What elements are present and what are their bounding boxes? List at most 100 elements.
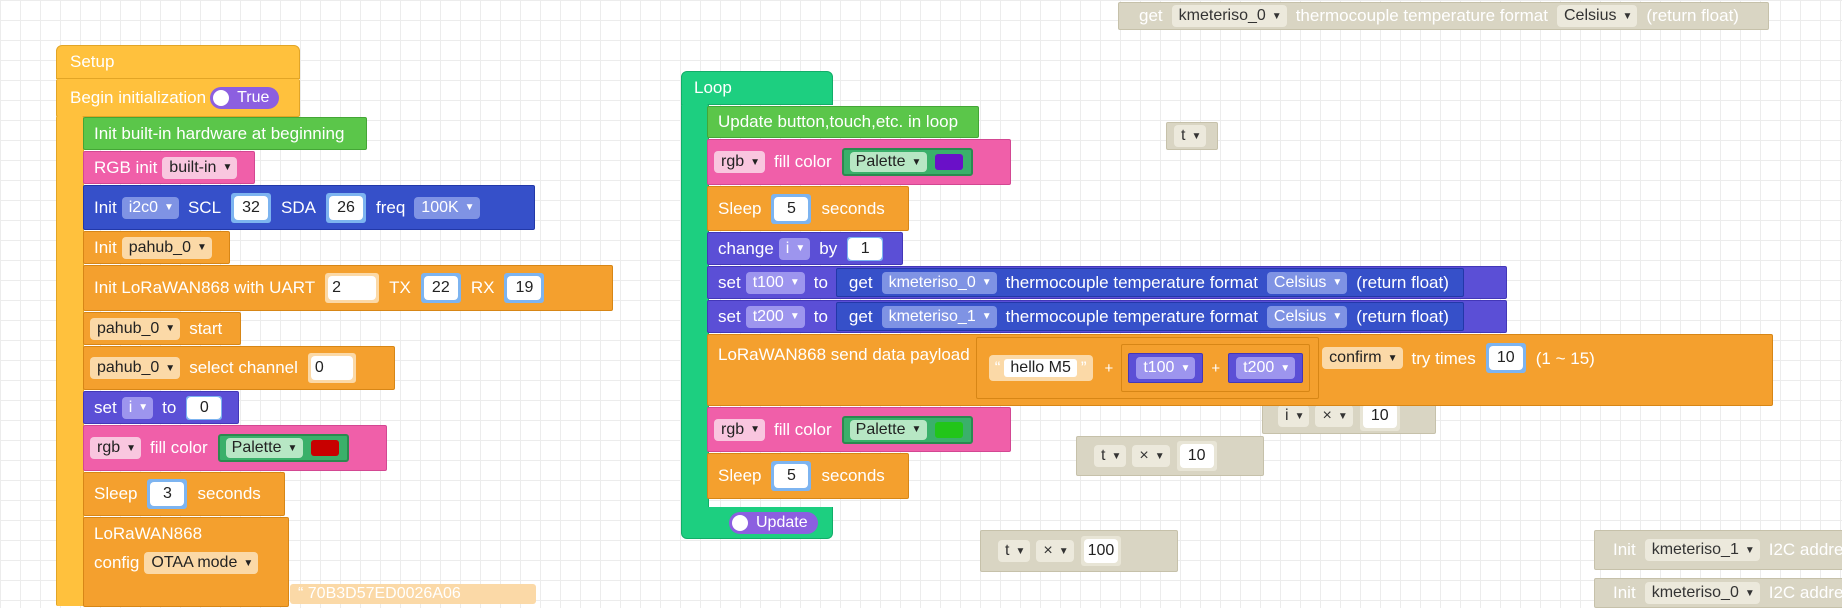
ghost-multiply-block[interactable]: t▼ ×▼ 100 [980, 530, 1178, 572]
value-field[interactable]: 10 [1359, 401, 1400, 431]
loop-block[interactable]: Loop [681, 71, 833, 105]
variable-dropdown[interactable]: t200▼ [745, 305, 805, 328]
partial-eui-string[interactable]: “ 70B3D57ED0026A06 [290, 584, 536, 604]
operator-dropdown[interactable]: ×▼ [1132, 445, 1170, 467]
chevron-down-icon: ▼ [138, 402, 149, 413]
sleep-field[interactable]: 5 [771, 461, 812, 491]
color-swatch[interactable] [935, 421, 964, 438]
variable-dropdown[interactable]: i▼ [778, 237, 811, 260]
change-variable-block[interactable]: change i▼ by 1 [707, 232, 903, 265]
ghost-multiply-block[interactable]: t▼ ×▼ 10 [1076, 436, 1264, 476]
rgb-init-block[interactable]: RGB init built-in▼ [83, 151, 255, 184]
begin-toggle[interactable]: True [210, 86, 280, 109]
i2c-bus-dropdown[interactable]: i2c0▼ [121, 196, 179, 219]
device-dropdown[interactable]: kmeteriso_1▼ [1644, 539, 1760, 561]
variable-dropdown[interactable]: t▼ [998, 540, 1031, 562]
scl-field[interactable]: 32 [231, 192, 272, 223]
pahub-dropdown[interactable]: pahub_0▼ [121, 236, 212, 259]
set-t200-block[interactable]: set t200▼ to get kmeteriso_1▼ thermocoup… [707, 300, 1507, 333]
freq-dropdown[interactable]: 100K▼ [414, 196, 480, 219]
rgb-dropdown[interactable]: rgb▼ [90, 437, 142, 459]
chevron-down-icon: ▼ [1280, 362, 1291, 374]
sda-field[interactable]: 26 [326, 192, 366, 223]
value-field[interactable]: 0 [186, 395, 223, 420]
operator-dropdown[interactable]: ×▼ [1315, 405, 1353, 427]
string-block[interactable]: “ hello M5 ” [988, 355, 1093, 381]
palette-block[interactable]: Palette▼ [841, 148, 974, 176]
tx-field[interactable]: 22 [420, 273, 461, 303]
device-dropdown[interactable]: kmeteriso_0▼ [1171, 5, 1287, 27]
value-field[interactable]: 1 [847, 236, 884, 261]
color-swatch[interactable] [311, 440, 340, 456]
init-pahub-block[interactable]: Init pahub_0▼ [83, 231, 230, 264]
chevron-down-icon: ▼ [1015, 545, 1026, 557]
ghost-init-kmeteriso-1-block[interactable]: Init kmeteriso_1▼ I2C addre [1594, 530, 1842, 570]
unit-dropdown[interactable]: Celsius▼ [1266, 271, 1348, 294]
device-dropdown[interactable]: kmeteriso_1▼ [881, 305, 997, 328]
rgb-init-dropdown[interactable]: built-in▼ [162, 156, 238, 179]
set-t100-block[interactable]: set t100▼ to get kmeteriso_0▼ thermocoup… [707, 266, 1507, 299]
variable-block[interactable]: t200▼ [1228, 353, 1304, 383]
sleep-block[interactable]: Sleep 5 seconds [707, 453, 909, 499]
device-dropdown[interactable]: kmeteriso_0▼ [881, 271, 997, 294]
lorawan-config-block[interactable]: LoRaWAN868 config OTAA mode▼ [83, 517, 289, 607]
join-inner-block[interactable]: t100▼ + t200▼ [1121, 344, 1311, 392]
confirm-dropdown[interactable]: confirm▼ [1322, 347, 1403, 369]
update-input-block[interactable]: Update button,touch,etc. in loop [707, 106, 979, 138]
ghost-get-kmeteriso-block[interactable]: get kmeteriso_0▼ thermocouple temperatur… [1118, 2, 1769, 30]
ghost-variable-t-block[interactable]: t▼ [1166, 122, 1218, 150]
variable-dropdown[interactable]: t200▼ [1236, 357, 1296, 379]
config-mode-dropdown[interactable]: OTAA mode▼ [144, 552, 259, 574]
pahub-start-block[interactable]: pahub_0▼ start [83, 312, 241, 345]
ghost-init-kmeteriso-0-block[interactable]: Init kmeteriso_0▼ I2C addre [1594, 578, 1842, 608]
value-field[interactable]: 10 [1176, 441, 1217, 471]
init-i2c-block[interactable]: Init i2c0▼ SCL 32 SDA 26 freq 100K▼ [83, 185, 535, 230]
pahub-select-channel-block[interactable]: pahub_0▼ select channel 0 [83, 346, 395, 390]
rgb-fill-color-block[interactable]: rgb▼ fill color Palette▼ [707, 139, 1011, 185]
palette-dropdown[interactable]: Palette▼ [849, 152, 928, 172]
variable-dropdown[interactable]: t▼ [1094, 445, 1127, 467]
set-variable-block[interactable]: set i▼ to 0 [83, 391, 239, 424]
setup-block[interactable]: Setup [56, 45, 300, 79]
variable-dropdown[interactable]: t▼ [1174, 125, 1207, 147]
get-temperature-block[interactable]: get kmeteriso_0▼ thermocouple temperatur… [835, 268, 1464, 297]
chevron-down-icon: ▼ [1058, 545, 1069, 557]
sleep-label: Sleep [94, 484, 138, 503]
string-value[interactable]: hello M5 [1004, 359, 1077, 377]
variable-dropdown[interactable]: t100▼ [745, 271, 805, 294]
try-times-field[interactable]: 10 [1485, 343, 1526, 373]
init-lorawan-block[interactable]: Init LoRaWAN868 with UART 2 TX 22 RX 19 [83, 265, 613, 311]
palette-dropdown[interactable]: Palette▼ [849, 419, 928, 440]
palette-block[interactable]: Palette▼ [217, 434, 350, 462]
unit-dropdown[interactable]: Celsius▼ [1266, 305, 1348, 328]
unit-dropdown[interactable]: Celsius▼ [1557, 5, 1638, 27]
rgb-dropdown[interactable]: rgb▼ [714, 418, 766, 441]
sleep-field[interactable]: 5 [771, 193, 812, 224]
operator-dropdown[interactable]: ×▼ [1036, 540, 1074, 562]
get-temperature-block[interactable]: get kmeteriso_1▼ thermocouple temperatur… [835, 302, 1464, 331]
sleep-field[interactable]: 3 [147, 479, 188, 509]
rx-field[interactable]: 19 [504, 273, 545, 303]
value-field[interactable]: 100 [1080, 536, 1122, 566]
device-dropdown[interactable]: kmeteriso_0▼ [1644, 582, 1760, 604]
rgb-fill-color-block[interactable]: rgb▼ fill color Palette▼ [707, 407, 1011, 452]
pahub-dropdown[interactable]: pahub_0▼ [90, 357, 181, 379]
sleep-block[interactable]: Sleep 3 seconds [83, 472, 285, 516]
lorawan-send-block[interactable]: LoRaWAN868 send data payload “ hello M5 … [707, 334, 1773, 406]
pahub-dropdown[interactable]: pahub_0▼ [90, 317, 181, 340]
update-toggle[interactable]: Update [729, 511, 818, 534]
palette-dropdown[interactable]: Palette▼ [225, 438, 304, 458]
variable-dropdown[interactable]: i▼ [121, 396, 154, 419]
variable-dropdown[interactable]: i▼ [1278, 405, 1310, 427]
variable-block[interactable]: t100▼ [1128, 353, 1204, 383]
init-builtin-block[interactable]: Init built-in hardware at beginning [83, 117, 367, 150]
uart-field[interactable]: 2 [325, 273, 380, 303]
join-block[interactable]: “ hello M5 ” + t100▼ + t200▼ [975, 337, 1320, 399]
rgb-fill-color-block[interactable]: rgb▼ fill color Palette▼ [83, 425, 387, 471]
palette-block[interactable]: Palette▼ [841, 415, 974, 444]
channel-field[interactable]: 0 [307, 353, 356, 383]
color-swatch[interactable] [935, 154, 964, 170]
sleep-block[interactable]: Sleep 5 seconds [707, 186, 909, 231]
rgb-dropdown[interactable]: rgb▼ [714, 151, 766, 173]
variable-dropdown[interactable]: t100▼ [1136, 357, 1196, 379]
